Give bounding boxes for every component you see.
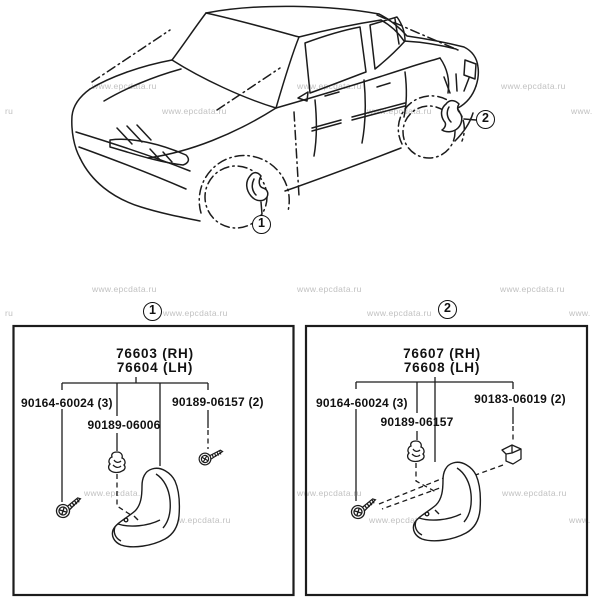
watermark: www.: [569, 515, 591, 525]
callout-1-front-mudguard: 1: [252, 215, 271, 234]
watermark: www.epcdata.ru: [84, 488, 149, 498]
watermark: www.: [569, 308, 591, 318]
detail-box-2-frame: [304, 324, 589, 597]
front-mudflap-drawing: [246, 171, 269, 202]
box1-part-right: 90189-06157 (2): [172, 395, 264, 409]
box2-part-right: 90183-06019 (2): [474, 392, 566, 406]
watermark: www.epcdata.ru: [297, 488, 362, 498]
box1-part-number-lh: 76604 (LH): [116, 359, 194, 375]
box2-part-middle: 90189-06157: [380, 415, 454, 429]
callout-leader-lines: [260, 118, 477, 215]
watermark: www.epcdata.ru: [367, 308, 432, 318]
bracket-clip-icon: [501, 444, 522, 465]
box2-part-number-rh: 76607 (RH): [403, 346, 481, 361]
box1-part-middle: 90189-06006: [87, 418, 161, 432]
watermark: www.epcdata.ru: [367, 106, 432, 116]
callout-2-box-label: 2: [438, 300, 457, 319]
grommet-clip-icon: [107, 451, 126, 474]
detail-box-frames: [12, 324, 589, 597]
box2-hardware: [348, 440, 522, 542]
callout-2-rear-mudguard: 2: [476, 110, 495, 129]
box1-part-title: 76603 (RH) 76604 (LH): [90, 347, 220, 374]
car-body-lines: [71, 5, 480, 222]
watermark: www.epcdata.ru: [500, 284, 565, 294]
watermark: www.epcdata.ru: [166, 515, 231, 525]
car-wheels: [198, 95, 466, 229]
watermark: www.epcdata.ru: [163, 308, 228, 318]
watermark: www.epcdata.ru: [92, 81, 157, 91]
box2-part-title: 76607 (RH) 76608 (LH): [377, 347, 507, 374]
box2-part-left: 90164-60024 (3): [316, 396, 408, 410]
box2-part-number-lh: 76608 (LH): [403, 359, 481, 375]
screw-icon: [348, 496, 381, 522]
car-front-grille: [75, 124, 191, 190]
watermark: ru: [5, 308, 14, 318]
watermark: www.epcdata.ru: [502, 488, 567, 498]
box1-part-left: 90164-60024 (3): [21, 396, 113, 410]
watermark: www.epcdata.ru: [369, 515, 434, 525]
watermark: www.epcdata.ru: [162, 106, 227, 116]
rear-mudflap-drawing: [440, 99, 463, 133]
callout-1-box-label: 1: [143, 302, 162, 321]
watermark: www.: [571, 106, 593, 116]
mudguard-part-drawing: [412, 461, 482, 542]
watermark: ru: [5, 106, 14, 116]
box1-leader-lines: [61, 377, 209, 520]
car-phantom-lines: [91, 14, 459, 197]
vehicle-illustration: [71, 5, 480, 229]
box1-hardware: [53, 447, 226, 548]
watermark: www.epcdata.ru: [297, 284, 362, 294]
watermark: www.epcdata.ru: [92, 284, 157, 294]
screw-icon: [53, 495, 86, 521]
detail-box-1-frame: [12, 324, 295, 597]
watermark: www.epcdata.ru: [501, 81, 566, 91]
mudguard-part-drawing: [111, 467, 181, 548]
grommet-clip-icon: [406, 440, 425, 463]
screw-icon: [197, 447, 226, 467]
box1-part-number-rh: 76603 (RH): [116, 346, 194, 361]
